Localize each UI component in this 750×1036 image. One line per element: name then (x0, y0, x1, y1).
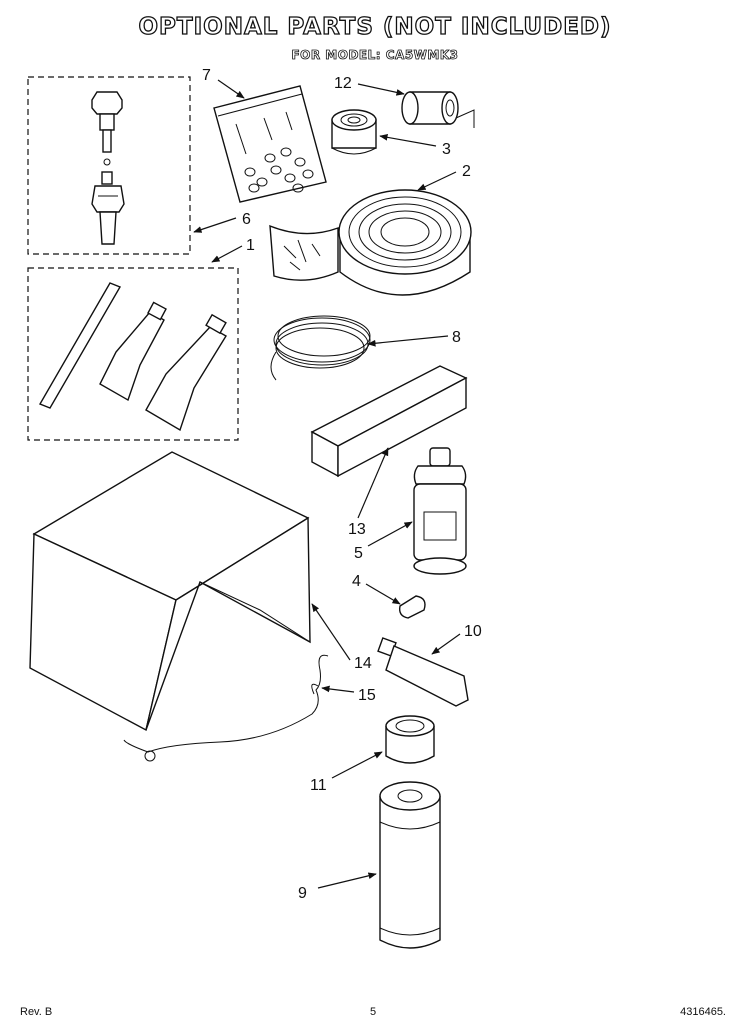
part-13-foam-block (310, 365, 468, 478)
part-15-cord-hook (123, 654, 329, 762)
part-14-cover (29, 451, 311, 732)
part-10-small-tube (377, 637, 469, 707)
callout-11: 11 (310, 777, 327, 794)
part-6-valve-kit (27, 76, 191, 255)
part-7-hardware-bag (213, 85, 327, 203)
part-9-spray-can (379, 781, 441, 949)
part-1-sealant-tubes (27, 267, 239, 441)
callout-8: 8 (452, 329, 461, 346)
callout-13: 13 (348, 521, 366, 538)
callout-2: 2 (462, 163, 471, 180)
callout-14: 14 (354, 655, 372, 672)
document-number: 4316465. (680, 1006, 726, 1018)
model-subtitle: FOR MODEL: CA5WMK3 (291, 48, 459, 63)
part-12-tape-roll (401, 91, 475, 128)
callout-12: 12 (334, 75, 352, 92)
callout-labels: 7 12 3 2 6 1 8 13 5 4 10 14 15 11 9 (202, 67, 482, 902)
part-5-bottle (413, 447, 467, 575)
callout-9: 9 (298, 885, 307, 902)
callout-15: 15 (358, 687, 376, 704)
part-11-short-cylinder (385, 715, 435, 764)
callout-1: 1 (246, 237, 255, 254)
revision-label: Rev. B (20, 1006, 53, 1018)
callout-3: 3 (442, 141, 451, 158)
leader-lines (193, 79, 461, 889)
page-title: OPTIONAL PARTS (NOT INCLUDED) (138, 13, 612, 40)
callout-7: 7 (202, 67, 211, 84)
part-2-foam-roll (269, 189, 472, 296)
part-8-wire-coil (270, 315, 371, 381)
callout-6: 6 (242, 211, 251, 228)
callout-5: 5 (354, 545, 363, 562)
part-3-small-tape (331, 109, 377, 155)
callout-10: 10 (464, 623, 482, 640)
callout-4: 4 (352, 573, 361, 590)
part-4-plug (398, 595, 426, 619)
page-number: 5 (370, 1006, 377, 1018)
